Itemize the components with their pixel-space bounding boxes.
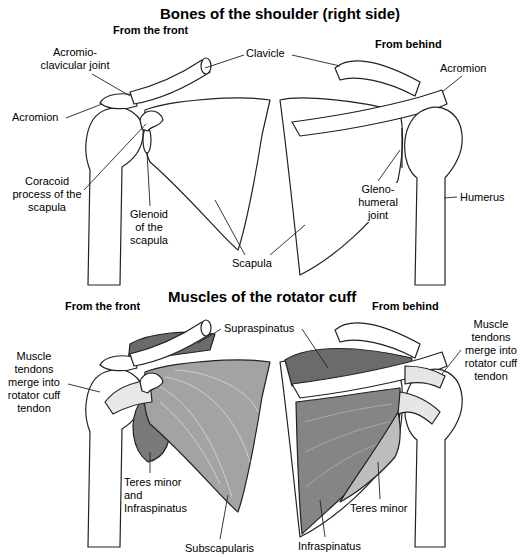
leader-line <box>302 329 328 368</box>
teres-minor-muscle <box>340 412 400 502</box>
coracoid <box>140 373 163 393</box>
heading: Muscles of the rotator cuff <box>168 288 356 305</box>
leader-line <box>68 384 100 392</box>
view-label: From the front <box>113 24 188 37</box>
leader-line <box>444 197 457 198</box>
rotator-cuff-tendon <box>405 366 445 388</box>
muscle-label: Infraspinatus <box>298 540 361 553</box>
view-label: From behind <box>375 38 442 51</box>
leader-line <box>84 124 146 190</box>
leader-line <box>66 104 102 118</box>
leader-line <box>442 76 462 92</box>
part-label: Coracoid process of the scapula <box>8 175 86 214</box>
clavicle <box>335 323 420 358</box>
view-label: From the front <box>65 300 140 313</box>
part-label: Scapula <box>232 257 272 270</box>
leader-line <box>378 462 380 499</box>
humerus <box>405 107 463 285</box>
clavicle <box>130 60 210 104</box>
heading: Bones of the shoulder (right side) <box>160 5 400 22</box>
leader-line <box>215 200 245 255</box>
joint-line <box>401 128 402 168</box>
leader-line <box>198 329 221 343</box>
part-label: Humerus <box>460 191 505 204</box>
part-label: Acromion <box>440 62 486 75</box>
rotator-cuff-tendon <box>398 392 440 424</box>
leader-line <box>205 55 244 68</box>
part-label: Muscle tendons merge into rotator cuff t… <box>462 318 520 383</box>
muscle-label: Subscapularis <box>185 542 254 555</box>
muscle-label: Teres minor and Infraspinatus <box>124 476 194 515</box>
clavicle <box>130 322 210 366</box>
muscle-fibre <box>305 404 392 422</box>
leader-line <box>320 500 325 537</box>
part-label: Clavicle <box>246 47 285 60</box>
leader-line <box>92 74 130 96</box>
part-label: Muscle tendons merge into rotator cuff t… <box>2 350 66 415</box>
part-label: Acromion <box>12 111 58 124</box>
muscle-label: Teres minor <box>350 502 407 515</box>
leader-line <box>220 495 228 539</box>
muscle-fibre <box>175 370 258 412</box>
muscle-label: Supraspinatus <box>224 322 294 335</box>
leader-line <box>292 55 340 66</box>
leader-line <box>270 225 305 255</box>
coracoid <box>140 111 163 131</box>
leader-line <box>378 150 400 181</box>
part-label: Glenoid of the scapula <box>126 208 172 247</box>
part-label: Acromio- clavicular joint <box>30 46 120 72</box>
clavicle-end <box>201 58 211 74</box>
part-label: Gleno- humeral joint <box>352 183 404 222</box>
leader-line <box>147 152 150 206</box>
leader-line <box>442 350 461 374</box>
view-label: From behind <box>372 300 439 313</box>
leader-line <box>150 452 151 473</box>
clavicle <box>335 61 420 96</box>
clavicle-end <box>201 320 211 336</box>
muscle-fibre <box>160 402 220 484</box>
humerus <box>86 108 143 285</box>
